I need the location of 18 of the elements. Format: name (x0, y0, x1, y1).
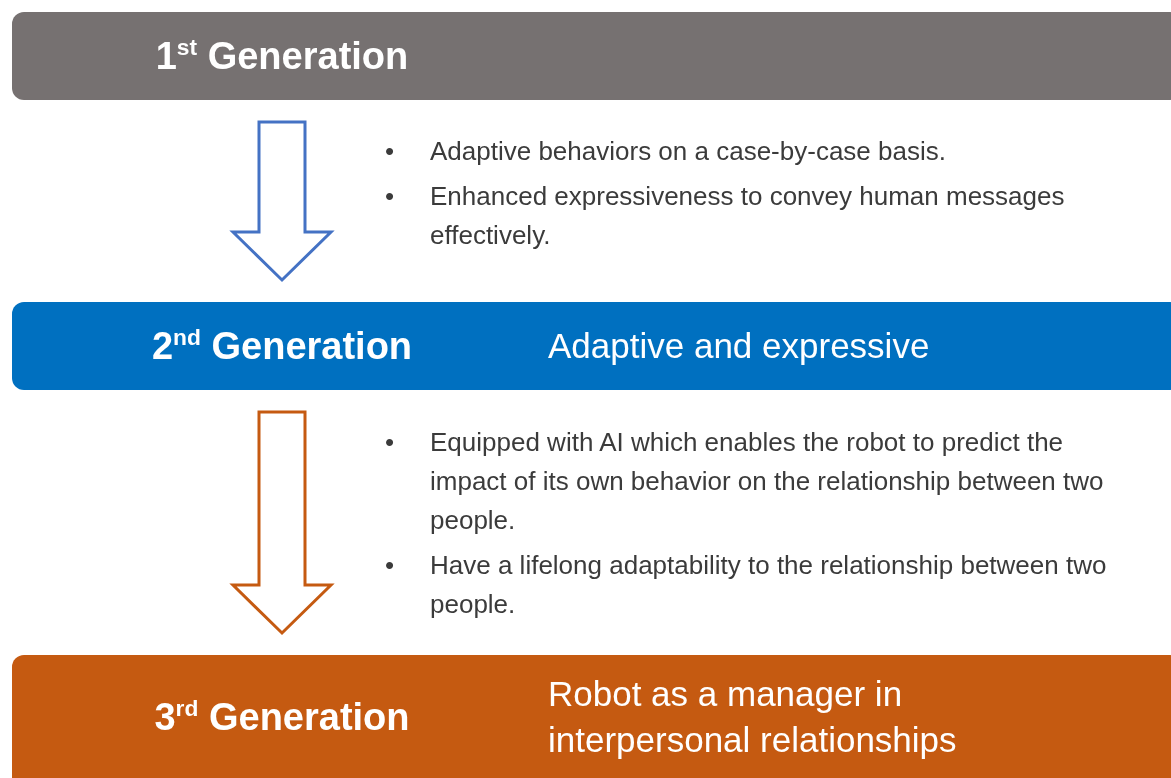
generation-title: 1$^{st}$ Generation (154, 34, 410, 78)
bullet-note: Enhanced expressiveness to convey human messages effectively. (430, 180, 1066, 252)
bullet-note: Have a lifelong adaptability to the relationship between two people. (430, 549, 1108, 621)
bullet-note: Equipped with AI which enables the robot to predict the impact of its own behavior on the relationship between two people. (430, 426, 1105, 537)
generation-description: Adaptive and expressive (548, 325, 931, 367)
generation-band (12, 655, 1171, 778)
bullet-note: Adaptive behaviors on a case-by-case basis. (430, 135, 947, 168)
generation-title: 3$^{rd}$ Generation (153, 694, 411, 739)
block-arrow (229, 410, 335, 636)
block-arrow (229, 120, 335, 283)
bullet-marker: • (385, 135, 395, 168)
bullet-marker: • (385, 549, 395, 582)
bullet-marker: • (385, 426, 395, 459)
generation-band (12, 302, 1171, 390)
generation-band (12, 12, 1171, 100)
generation-description: Robot as a manager in interpersonal relationships (548, 673, 958, 761)
generation-title: 2$^{nd}$ Generation (150, 324, 414, 368)
bullet-marker: • (385, 180, 395, 213)
